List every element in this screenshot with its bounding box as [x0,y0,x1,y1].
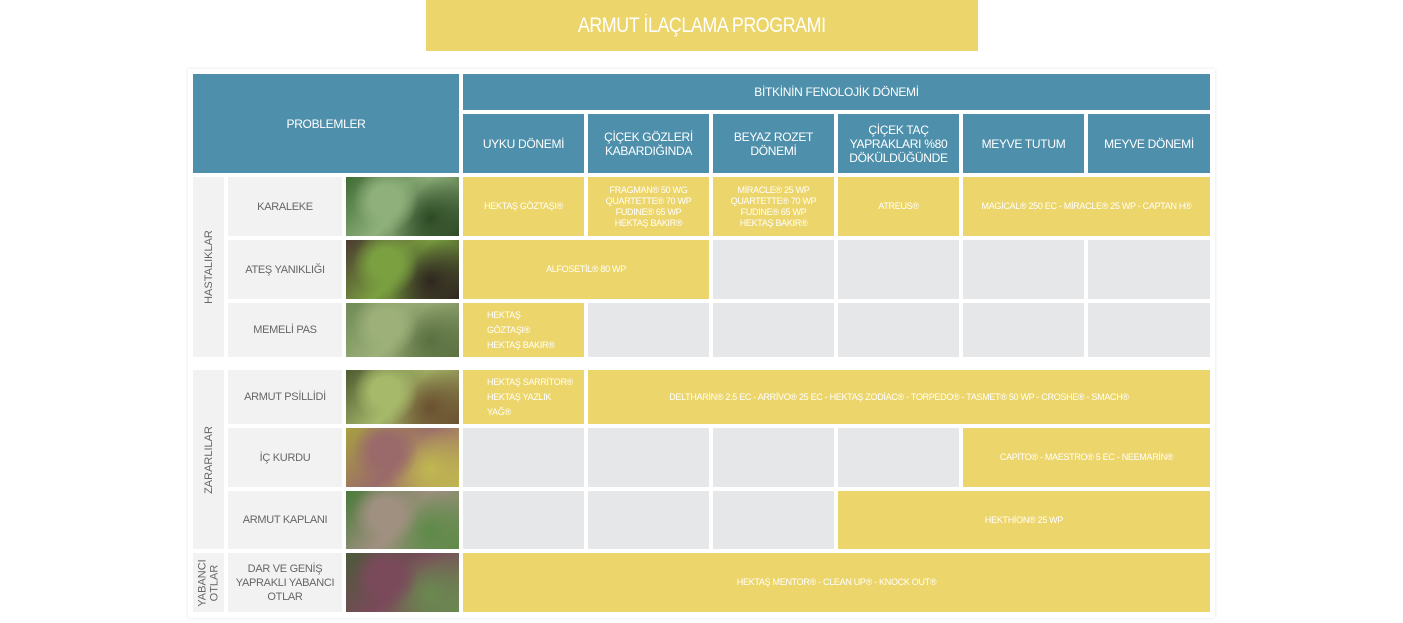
product-name: HEKTHİON® 25 WP [984,514,1064,525]
empty-cell [713,428,834,487]
treatment-cell: HEKTAŞ SARRİTOR® HEKTAŞ YAZLIK YAĞ® [463,370,584,424]
problem-name: ATEŞ YANIKLIĞI [228,240,342,299]
problem-name: MEMELİ PAS [228,303,342,357]
product-name: HEKTAŞ MENTOR® - CLEAN UP® - KNOCK OUT® [736,577,937,587]
ic-kurdu-photo [346,428,459,487]
empty-cell [463,491,584,549]
period-header: MEYVE TUTUM [963,114,1084,173]
page-title-text: ARMUT İLAÇLAMA PROGRAMI [578,13,826,37]
empty-cell [588,428,709,487]
problem-name: ARMUT PSİLLİDİ [228,370,342,424]
empty-cell [713,303,834,357]
period-header-label: ÇİÇEK GÖZLERİ KABARDIĞINDA [604,129,693,158]
group-label: YABANCI OTLAR [193,553,224,612]
problems-header: PROBLEMLER [193,74,459,173]
treatment-cell: HEKTAŞ MENTOR® - CLEAN UP® - KNOCK OUT® [463,553,1210,612]
problem-name-text: MEMELİ PAS [253,324,317,336]
treatment-cell: ALFOSETİL® 80 WP [463,240,709,299]
period-header-label: UYKU DÖNEMİ [482,136,565,151]
treatment-cell: HEKTAŞ GÖZTAŞI® [463,177,584,236]
problem-name-text: ARMUT KAPLANI [242,514,328,526]
armut-kaplani-photo [346,491,459,549]
treatment-cell: MAGİCAL® 250 EC - MİRACLE® 25 WP - CAPTA… [963,177,1210,236]
page-title: ARMUT İLAÇLAMA PROGRAMI [426,0,978,51]
empty-cell [1088,240,1210,299]
karaleke-photo [346,177,459,236]
group-label-text: HASTALIKLAR [202,230,215,304]
empty-cell [713,240,834,299]
problem-name: ARMUT KAPLANI [228,491,342,549]
armut-psillidi-photo [346,370,459,424]
product-name: HEKTAŞ SARRİTOR® [487,376,574,387]
period-header: MEYVE DÖNEMİ [1088,114,1210,173]
empty-cell [838,428,959,487]
product-name: YAĞ® [487,406,511,417]
problems-header-label: PROBLEMLER [286,116,366,131]
ates-yanikligi-photo [346,240,459,299]
product-name: DELTHARİN® 2.5 EC - ARRİVO® 25 EC - HEKT… [669,391,1129,402]
group-label: ZARARLILAR [193,370,224,549]
period-header: UYKU DÖNEMİ [463,114,584,173]
problem-name-text: ARMUT PSİLLİDİ [244,391,326,403]
product-name: HEKTAŞ BAKIR® [487,339,555,350]
treatment-cell: CAPİTO® - MAESTRO® 5 EC - NEEMARİN® [963,428,1210,487]
product-name: HEKTAŞ YAZLIK [487,391,552,402]
empty-cell [838,303,959,357]
group-label: HASTALIKLAR [193,177,224,357]
yabanci-otlar-photo [346,553,459,612]
product-name: HEKTAŞ BAKIR® [739,217,808,228]
problem-name-text: KARALEKE [257,200,313,213]
group-label-text: YABANCI OTLAR [196,558,221,607]
problem-name: DAR VE GENİŞ YAPRAKLI YABANCI OTLAR [228,553,342,612]
product-name: ALFOSETİL® 80 WP [546,264,626,274]
product-name: FUDINE® 65 WP [740,206,807,217]
empty-cell [1088,303,1210,357]
problem-name: İÇ KURDU [228,428,342,487]
treatment-cell: HEKTHİON® 25 WP [838,491,1210,549]
group-label-text: ZARARLILAR [202,425,215,494]
period-header-label: BEYAZ ROZET DÖNEMİ [733,129,814,158]
memeli-pas-photo [346,303,459,357]
period-header: BEYAZ ROZET DÖNEMİ [713,114,834,173]
period-header-label: MEYVE TUTUM [981,136,1066,151]
product-name: HEKTAŞ GÖZTAŞI® [484,201,563,211]
empty-cell [963,240,1084,299]
product-name: HEKTAŞ [487,309,521,320]
product-name: QUARTETTE® 70 WP [730,195,817,206]
problem-name-text: İÇ KURDU [259,451,311,464]
period-header-label: MEYVE DÖNEMİ [1104,136,1194,151]
empty-cell [588,303,709,357]
period-header-label: ÇİÇEK TAÇ YAPRAKLARI %80 DÖKÜLDÜĞÜNDE [849,122,948,165]
period-header: ÇİÇEK TAÇ YAPRAKLARI %80 DÖKÜLDÜĞÜNDE [838,114,959,173]
period-header: ÇİÇEK GÖZLERİ KABARDIĞINDA [588,114,709,173]
empty-cell [588,491,709,549]
treatment-cell: ATREUS® [838,177,959,236]
problem-name: KARALEKE [228,177,342,236]
empty-cell [838,240,959,299]
phenology-header: BİTKİNİN FENOLOJİK DÖNEMİ [463,74,1210,110]
product-name: MİRACLE® 25 WP [737,184,810,195]
treatment-cell: HEKTAŞ GÖZTAŞI® HEKTAŞ BAKIR® [463,303,584,357]
treatment-cell: DELTHARİN® 2.5 EC - ARRİVO® 25 EC - HEKT… [588,370,1210,424]
empty-cell [963,303,1084,357]
problem-name-text: ATEŞ YANIKLIĞI [245,263,325,276]
product-name: MAGİCAL® 250 EC - MİRACLE® 25 WP - CAPTA… [981,201,1192,211]
product-name: CAPİTO® - MAESTRO® 5 EC - NEEMARİN® [999,452,1174,462]
problem-name-text: DAR VE GENİŞ YAPRAKLI YABANCI OTLAR [235,562,335,603]
product-name: ATREUS® [878,201,919,211]
phenology-header-label: BİTKİNİN FENOLOJİK DÖNEMİ [754,85,919,99]
product-name: FUDINE® 65 WP [615,206,682,217]
product-name: HEKTAŞ BAKIR® [614,217,683,228]
product-name: GÖZTAŞI® [487,324,531,335]
product-name: QUARTETTE® 70 WP [605,195,692,206]
empty-cell [713,491,834,549]
product-name: FRAGMAN® 50 WG [609,184,688,195]
empty-cell [463,428,584,487]
